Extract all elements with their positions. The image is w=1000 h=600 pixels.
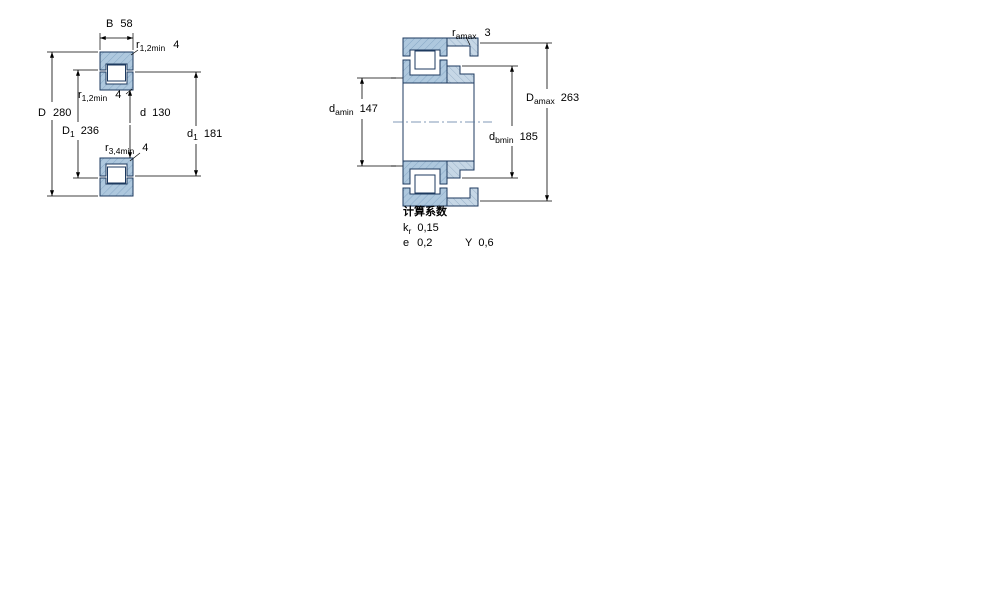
left-inner-ring-bottom [99, 157, 134, 177]
right-inner-ring-bottom [402, 160, 448, 185]
right-outer-ring-bottom [402, 187, 448, 207]
left-view-cross-section [99, 51, 134, 197]
calculation-factors-heading: 计算系数 [403, 204, 448, 218]
left-roller-bottom [107, 166, 126, 184]
leader-ramax [465, 36, 471, 46]
left-inner-ring-top [99, 71, 134, 91]
leader-r34 [129, 152, 141, 162]
right-roller-top [414, 50, 436, 70]
right-roller-bottom [414, 174, 436, 194]
leader-r12-top [130, 49, 139, 56]
left-roller-top [107, 64, 126, 82]
right-inner-ring-top [402, 59, 448, 84]
left-outer-ring-top [99, 51, 134, 71]
right-outer-ring-top [402, 37, 448, 57]
left-outer-ring-bottom [99, 177, 134, 197]
right-view-mounted-section [391, 37, 492, 207]
